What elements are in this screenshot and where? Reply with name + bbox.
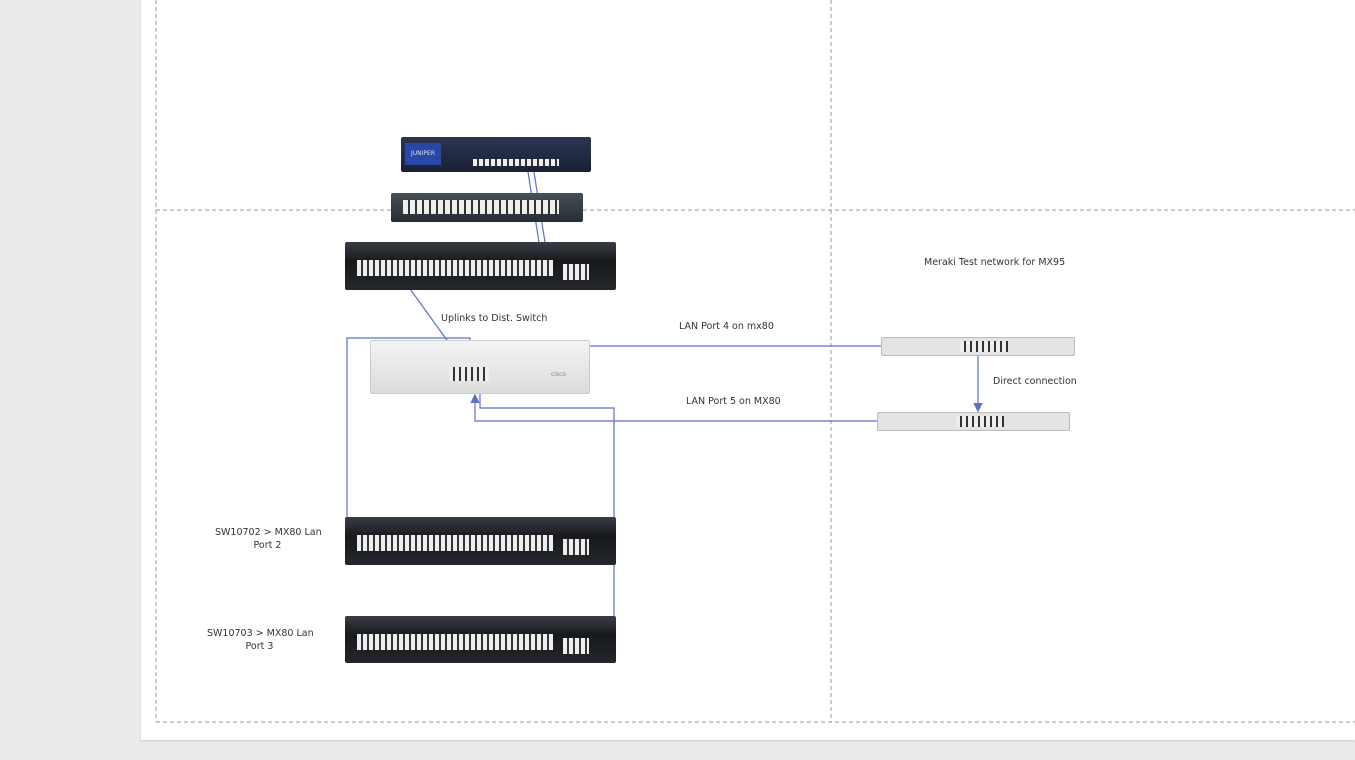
sw10703-switch[interactable] — [345, 616, 616, 663]
juniper-logo: JUNIPER — [405, 143, 441, 165]
diagram-page — [141, 0, 1355, 740]
meraki-mx80[interactable]: cisco — [370, 340, 590, 394]
sfp-ports — [563, 264, 589, 280]
ethernet-ports — [449, 367, 489, 381]
meraki-network-title: Meraki Test network for MX95 — [924, 257, 1066, 268]
ethernet-ports — [357, 634, 553, 650]
juniper-firewall[interactable]: JUNIPER — [401, 137, 591, 172]
cisco-logo: cisco — [551, 371, 567, 378]
direct-connection-label: Direct connection — [993, 376, 1077, 387]
ethernet-ports — [357, 535, 553, 551]
page-boundaries — [155, 0, 1355, 723]
sw10702-switch[interactable] — [345, 517, 616, 565]
meraki-mx95-2[interactable] — [877, 412, 1070, 431]
lan-port5-line[interactable] — [470, 393, 877, 422]
lan-port4-label: LAN Port 4 on mx80 — [679, 321, 774, 332]
sw10703-line[interactable] — [479, 384, 615, 625]
ethernet-ports — [403, 200, 559, 214]
sw10702-label-line1: SW10702 > MX80 Lan — [215, 527, 322, 538]
distribution-switch[interactable] — [345, 242, 616, 290]
sw10703-label-line1: SW10703 > MX80 Lan — [207, 628, 314, 639]
cisco-2960-switch[interactable] — [391, 193, 583, 222]
sw10703-label-line2: Port 3 — [245, 641, 274, 652]
sw10703-label: SW10703 > MX80 Lan Port 3 — [207, 627, 314, 653]
sfp-ports — [563, 638, 589, 654]
ethernet-ports — [960, 341, 1008, 352]
meraki-mx95-1[interactable] — [881, 337, 1075, 356]
sfp-ports — [563, 539, 589, 555]
ethernet-ports — [956, 416, 1004, 427]
lan-port5-label: LAN Port 5 on MX80 — [686, 396, 781, 407]
uplinks-label: Uplinks to Dist. Switch — [441, 313, 548, 324]
ethernet-ports — [357, 260, 553, 276]
sw10702-label: SW10702 > MX80 Lan Port 2 — [215, 526, 322, 552]
sw10702-label-line2: Port 2 — [253, 540, 282, 551]
ethernet-ports — [473, 159, 559, 166]
